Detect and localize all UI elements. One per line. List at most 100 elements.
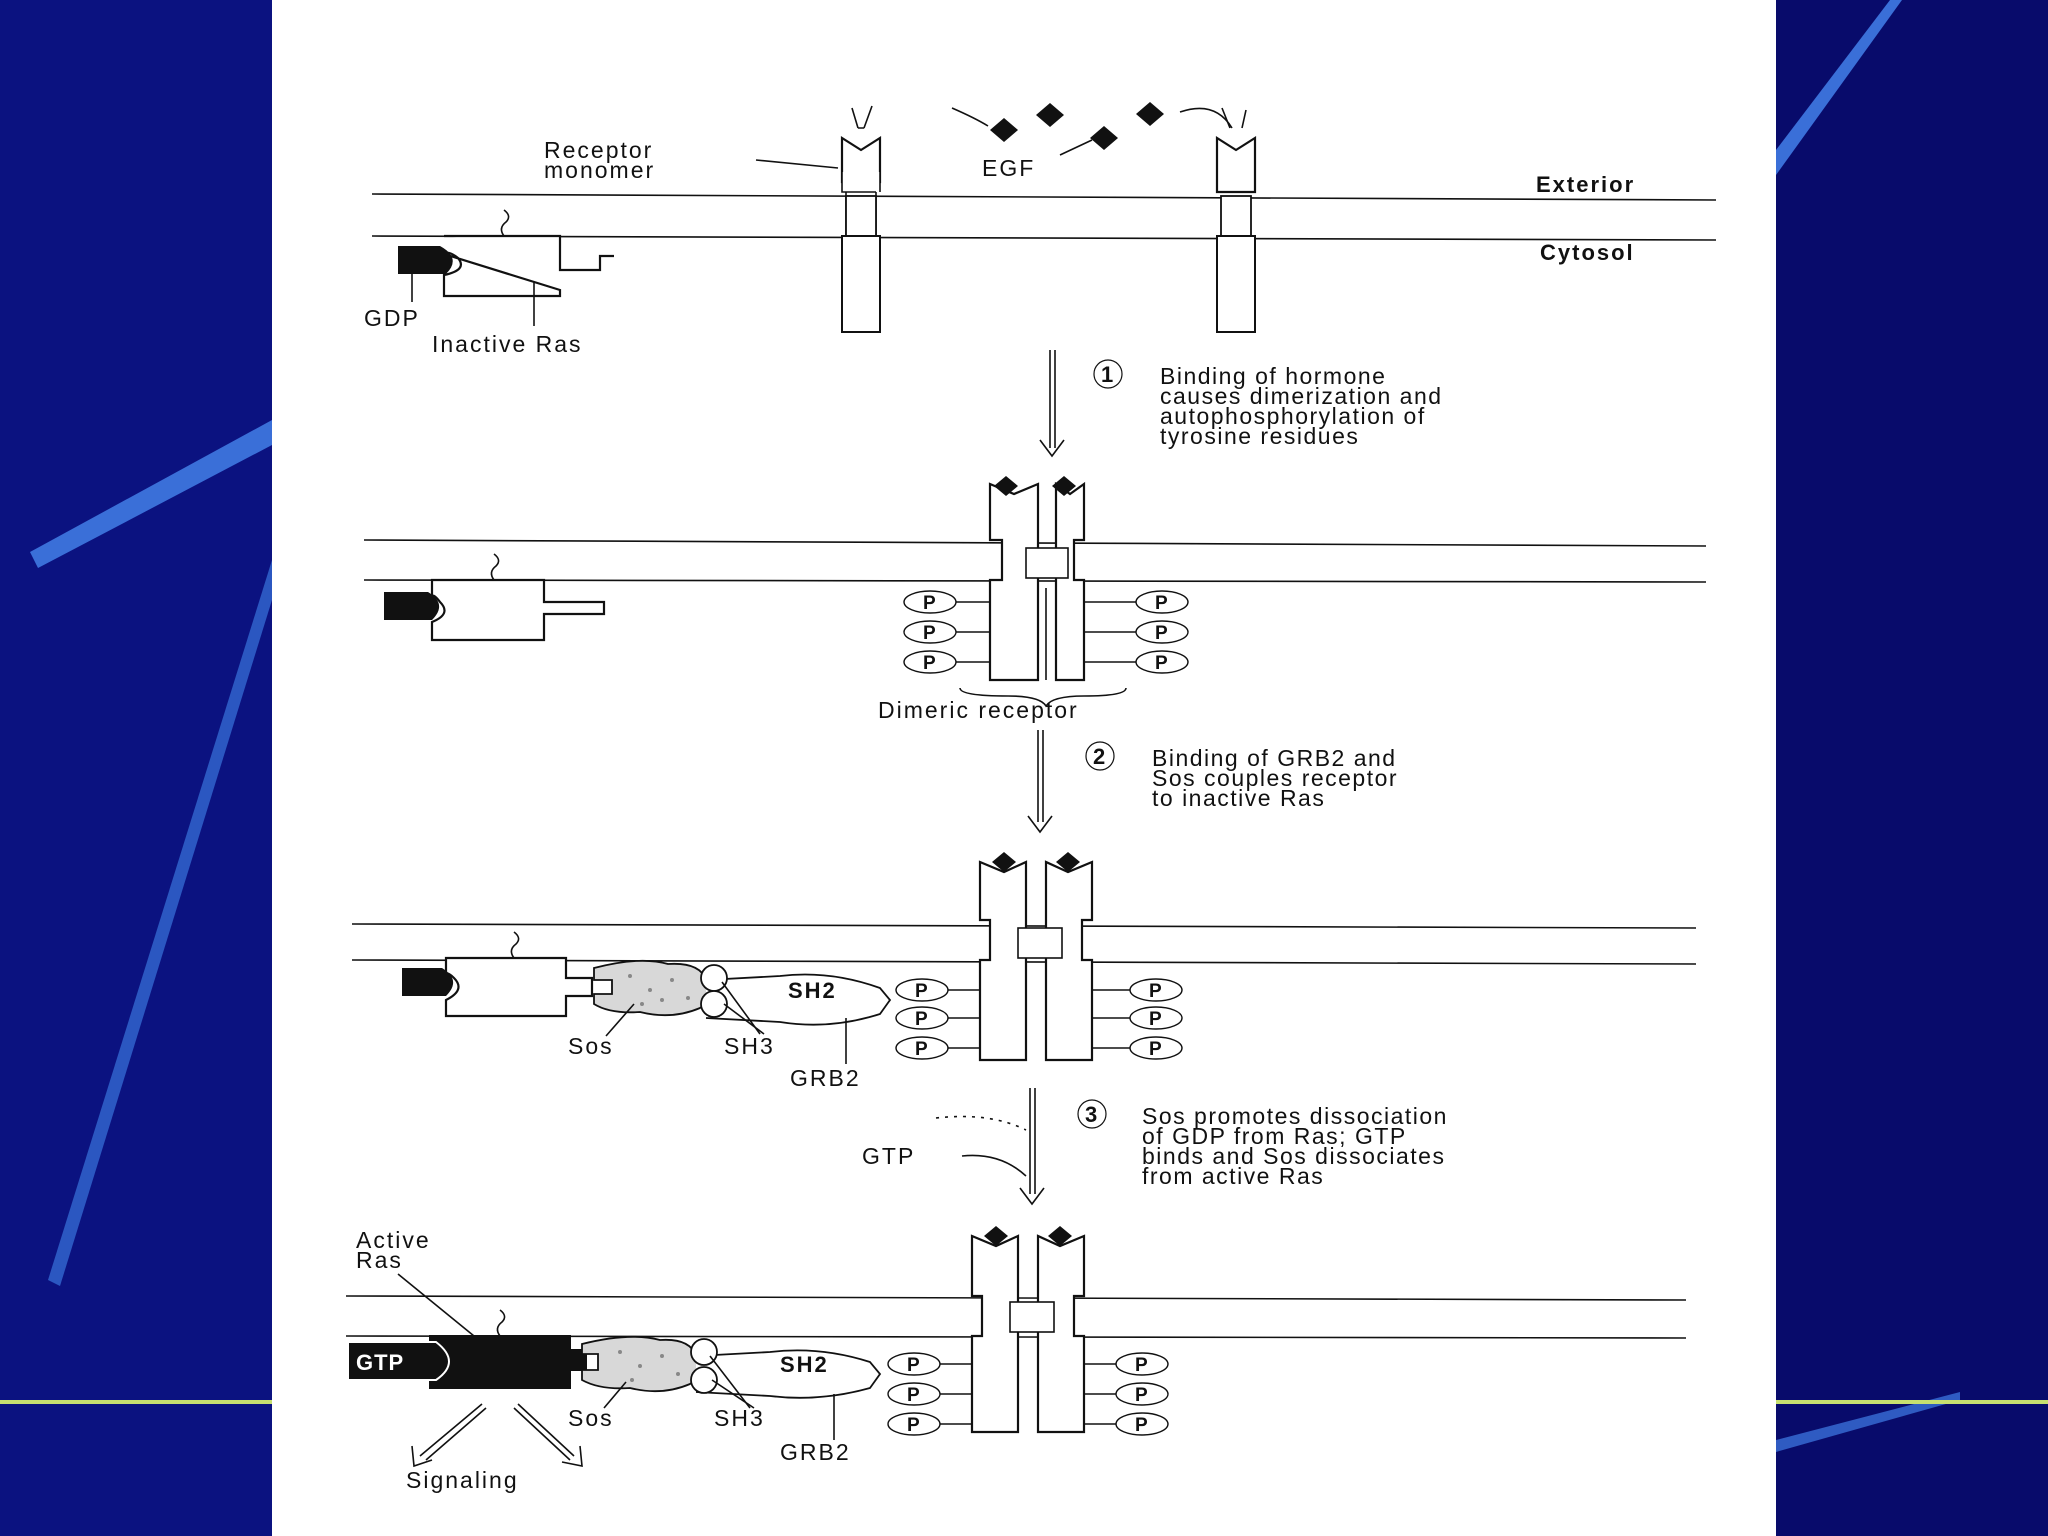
accent-stripe-left-1 bbox=[30, 420, 272, 568]
gtp-input-label: GTP bbox=[862, 1143, 915, 1169]
phosphate-right-2: P bbox=[1092, 1006, 1183, 1030]
exterior-label: Exterior bbox=[1536, 172, 1635, 197]
step-3: GTP 3 Sos promotes dissociation of GDP f… bbox=[862, 1088, 1448, 1206]
svg-text:binds and Sos dissociates: binds and Sos dissociates bbox=[1142, 1143, 1445, 1169]
active-ras bbox=[429, 1309, 587, 1389]
phosphate-right-3: P bbox=[1092, 1036, 1183, 1060]
phosphate-right-2: P bbox=[1084, 1382, 1169, 1406]
svg-text:2: 2 bbox=[1093, 744, 1107, 769]
sh2-label: SH2 bbox=[788, 978, 837, 1003]
gtp-bound-blob: GTP bbox=[347, 1341, 450, 1381]
panel-1-monomers: Receptor monomer EGF Exterior Cytosol GD… bbox=[364, 102, 1717, 357]
dimeric-receptor-3 bbox=[978, 852, 1094, 1062]
sh3-domain-bottom bbox=[700, 990, 728, 1018]
accent-stripe-left-2 bbox=[48, 560, 272, 1286]
svg-text:monomer: monomer bbox=[544, 157, 655, 183]
phosphate-left-2: P bbox=[895, 1006, 980, 1030]
phosphate-left-1: P bbox=[903, 590, 990, 614]
panel-2-dimer: P P P P P P Dimeric receptor bbox=[363, 476, 1707, 723]
svg-text:3: 3 bbox=[1085, 1102, 1099, 1127]
phosphate-left-2: P bbox=[887, 1382, 972, 1406]
cytosol-label: Cytosol bbox=[1540, 240, 1635, 265]
svg-text:tyrosine residues: tyrosine residues bbox=[1160, 423, 1359, 449]
grb2-adaptor-4 bbox=[690, 1338, 882, 1399]
sh3-domain-top bbox=[690, 1338, 718, 1366]
svg-text:P: P bbox=[923, 623, 936, 644]
svg-text:causes dimerization and: causes dimerization and bbox=[1160, 383, 1443, 409]
phospho-groups-panel-3: P P P P P P bbox=[895, 978, 1183, 1060]
svg-text:to inactive Ras: to inactive Ras bbox=[1152, 785, 1325, 811]
phosphate-right-1: P bbox=[1084, 590, 1189, 614]
inactive-ras-3 bbox=[402, 931, 594, 1018]
sh3-label-4: SH3 bbox=[714, 1405, 765, 1431]
dimeric-receptor-4 bbox=[970, 1226, 1086, 1434]
signaling-label: Signaling bbox=[406, 1467, 519, 1493]
grb2-adaptor bbox=[700, 964, 892, 1026]
membrane-outer-line bbox=[371, 193, 1717, 201]
svg-text:Sos couples receptor: Sos couples receptor bbox=[1152, 765, 1398, 791]
phospho-groups-panel-2: P P P P P P bbox=[903, 590, 1189, 674]
inactive-ras-label: Inactive Ras bbox=[432, 331, 583, 357]
gdp-label: GDP bbox=[364, 305, 420, 331]
phosphate-left-3: P bbox=[887, 1412, 972, 1436]
accent-rule-left bbox=[0, 1400, 272, 1404]
egf-label: EGF bbox=[982, 155, 1035, 181]
step-1-marker bbox=[1093, 359, 1123, 389]
grb2-label-4: GRB2 bbox=[780, 1439, 851, 1465]
phosphate-right-3: P bbox=[1084, 650, 1189, 674]
phosphate-right-2: P bbox=[1084, 620, 1189, 644]
receptor-monomer-left bbox=[840, 105, 882, 333]
signaling-arrows bbox=[411, 1403, 583, 1468]
svg-text:P: P bbox=[923, 653, 936, 674]
svg-text:Active: Active bbox=[356, 1227, 431, 1253]
membrane-inner-line bbox=[371, 235, 1717, 241]
phosphate-left-1: P bbox=[895, 978, 980, 1002]
svg-text:P: P bbox=[907, 1385, 920, 1406]
svg-text:Binding of GRB2 and: Binding of GRB2 and bbox=[1152, 745, 1397, 771]
receptor-monomer-right bbox=[1215, 107, 1257, 333]
panel-4-active-ras: P P P P P P GTP Active bbox=[345, 1226, 1687, 1493]
egf-ligands bbox=[951, 102, 1233, 156]
sh2-label-4: SH2 bbox=[780, 1352, 829, 1377]
svg-text:of GDP from Ras; GTP: of GDP from Ras; GTP bbox=[1142, 1123, 1407, 1149]
svg-text:P: P bbox=[1135, 1385, 1148, 1406]
svg-text:P: P bbox=[907, 1415, 920, 1436]
svg-text:P: P bbox=[915, 1039, 928, 1060]
svg-text:P: P bbox=[1155, 623, 1168, 644]
step-2-marker bbox=[1085, 741, 1115, 771]
phospho-groups-panel-4: P P P P P P bbox=[887, 1352, 1169, 1436]
sh3-domain-top bbox=[700, 964, 728, 992]
sos-label-4: Sos bbox=[568, 1405, 614, 1431]
phosphate-left-1: P bbox=[887, 1352, 972, 1376]
svg-text:Sos promotes dissociation: Sos promotes dissociation bbox=[1142, 1103, 1448, 1129]
phosphate-left-3: P bbox=[903, 650, 990, 674]
sh3-label: SH3 bbox=[724, 1033, 775, 1059]
svg-text:P: P bbox=[1149, 1039, 1162, 1060]
svg-text:autophosphorylation of: autophosphorylation of bbox=[1160, 403, 1426, 429]
svg-text:P: P bbox=[907, 1355, 920, 1376]
phosphate-right-1: P bbox=[1084, 1352, 1169, 1376]
accent-stripe-right-1 bbox=[1776, 0, 1902, 175]
figure-panel bbox=[272, 0, 1776, 1536]
svg-text:GTP: GTP bbox=[356, 1350, 404, 1375]
svg-text:P: P bbox=[915, 1009, 928, 1030]
svg-text:Binding of hormone: Binding of hormone bbox=[1160, 363, 1386, 389]
step-3-marker bbox=[1077, 1099, 1107, 1129]
svg-text:P: P bbox=[923, 593, 936, 614]
gdp-blob bbox=[398, 246, 453, 274]
step-2: 2 Binding of GRB2 and Sos couples recept… bbox=[1027, 730, 1398, 834]
active-ras-label: Active Ras bbox=[356, 1227, 475, 1337]
svg-text:P: P bbox=[1135, 1355, 1148, 1376]
svg-text:P: P bbox=[1155, 593, 1168, 614]
phosphate-right-3: P bbox=[1084, 1412, 1169, 1436]
inactive-ras bbox=[398, 209, 614, 326]
svg-text:1: 1 bbox=[1101, 362, 1115, 387]
svg-text:P: P bbox=[1149, 981, 1162, 1002]
receptor-monomer-label: Receptor monomer bbox=[544, 137, 839, 183]
panel-3-grb2-sos: P P P P P P SH2 Sos SH3 bbox=[351, 852, 1697, 1091]
accent-stripe-right-2 bbox=[1776, 1392, 1960, 1452]
accent-rule-right bbox=[1776, 1400, 2048, 1404]
svg-text:Receptor: Receptor bbox=[544, 137, 653, 163]
svg-text:P: P bbox=[915, 981, 928, 1002]
inactive-ras-2 bbox=[384, 553, 606, 642]
